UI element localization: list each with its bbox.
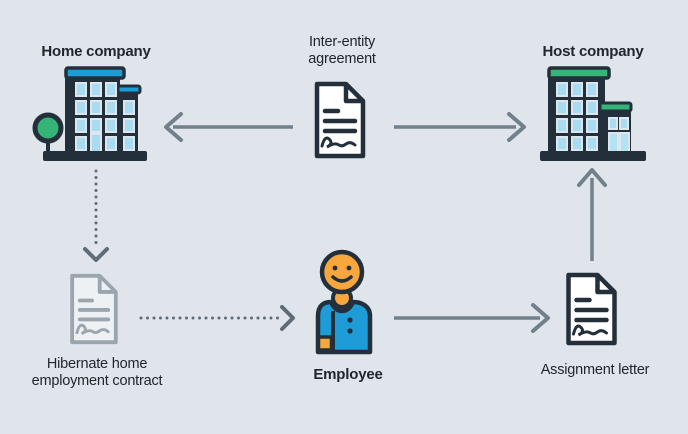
hibernate-contract-label: Hibernate home employment contract	[17, 356, 177, 390]
host-company-building-icon	[533, 62, 653, 164]
arrow-agreement-to-host	[394, 112, 526, 142]
hibernate-contract-label-line1: Hibernate home	[46, 356, 148, 372]
employee-label: Employee	[313, 366, 383, 383]
home-company-building-icon	[32, 62, 152, 164]
hibernate-contract-document-icon	[66, 272, 122, 346]
hibernate-contract-label-line2: employment contract	[31, 373, 163, 389]
arrow-employee-to-letter	[394, 303, 550, 333]
employee-person-icon	[314, 248, 374, 355]
arrow-contract-to-employee	[139, 305, 295, 331]
inter-entity-agreement-label-line1: Inter-entity	[308, 34, 376, 50]
inter-entity-agreement-label-line2: agreement	[308, 51, 376, 67]
arrow-home-to-contract	[83, 169, 109, 262]
host-company-label: Host company	[542, 43, 644, 60]
assignment-letter-document-icon	[563, 271, 620, 347]
inter-entity-agreement-label: Inter-entity agreement	[262, 34, 422, 68]
arrow-agreement-to-home	[164, 112, 293, 142]
inter-entity-agreement-document-icon	[312, 80, 368, 160]
home-company-label: Home company	[41, 43, 151, 60]
arrow-letter-to-host	[577, 168, 607, 261]
assignment-letter-label: Assignment letter	[540, 362, 650, 378]
